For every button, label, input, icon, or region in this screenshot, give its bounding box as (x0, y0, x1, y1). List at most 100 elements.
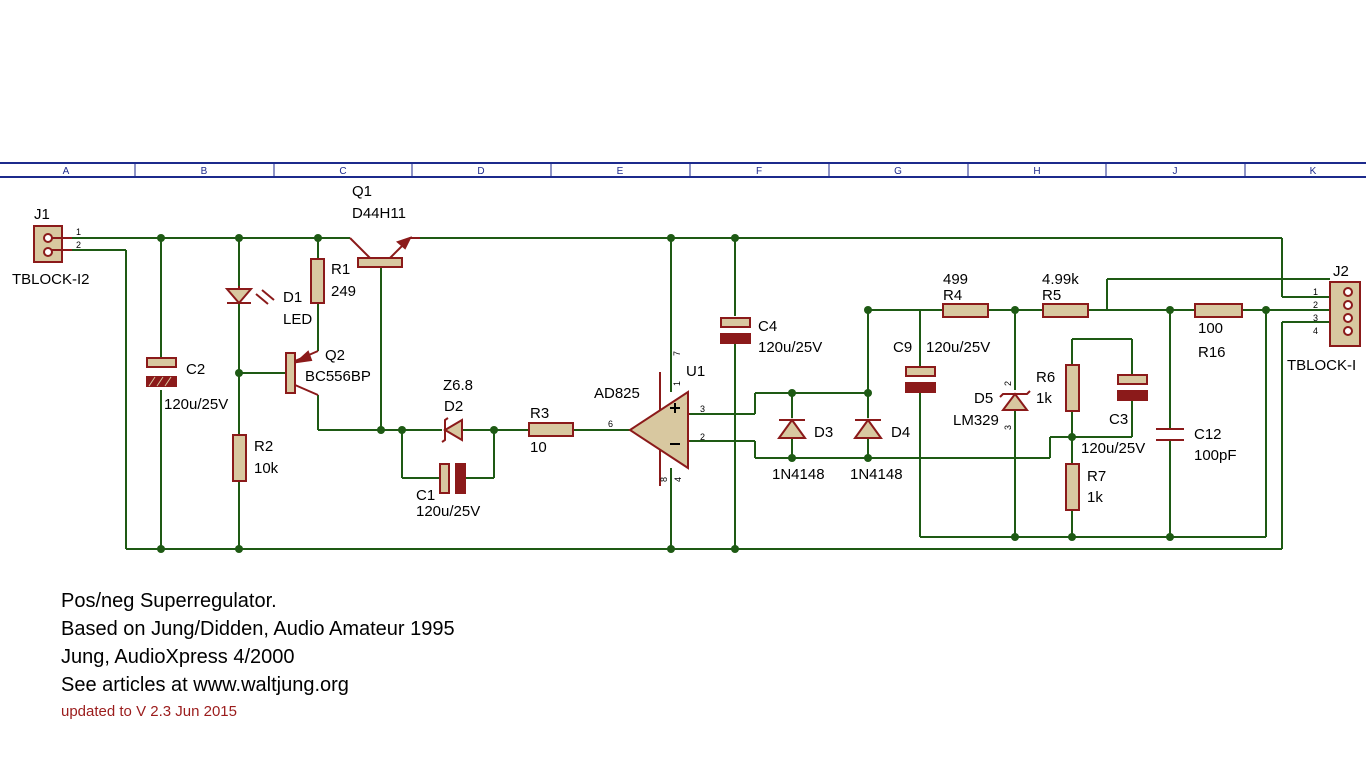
j2-ref: J2 (1333, 263, 1349, 280)
c3-ref: C3 (1109, 411, 1128, 428)
r7-resistor (1065, 463, 1080, 511)
c9-value: 120u/25V (926, 339, 990, 356)
r4-resistor (942, 303, 989, 318)
j2-pin2: 2 (1313, 300, 1318, 310)
column-d: D (477, 166, 484, 177)
r16-resistor (1194, 303, 1243, 318)
c2-value: 120u/25V (164, 396, 228, 413)
c12-ref: C12 (1194, 426, 1222, 443)
d3-ref: D3 (814, 424, 833, 441)
column-c: C (339, 166, 346, 177)
c3-capacitor (1117, 374, 1148, 401)
c2-capacitor (146, 357, 177, 387)
r4-ref: R4 (943, 287, 962, 304)
column-f: F (756, 166, 762, 177)
j2-pin4: 4 (1313, 326, 1318, 336)
d5-pin3: 3 (1003, 425, 1013, 430)
d5-ref: D5 (974, 390, 993, 407)
d4-ref: D4 (891, 424, 910, 441)
column-k: K (1310, 166, 1317, 177)
note-line-3: Jung, AudioXpress 4/2000 (61, 646, 295, 668)
u1-pin4: 4 (673, 477, 683, 482)
u1-pin3: 3 (700, 404, 705, 414)
r5-resistor (1042, 303, 1089, 318)
note-line-4: See articles at www.waltjung.org (61, 674, 349, 696)
d3-value: 1N4148 (772, 466, 825, 483)
j2-type: TBLOCK-I (1287, 357, 1356, 374)
r1-ref: R1 (331, 261, 350, 278)
q2-ref: Q2 (325, 347, 345, 364)
q1-ref: Q1 (352, 183, 372, 200)
d2-ref: D2 (444, 398, 463, 415)
c3-value: 120u/25V (1081, 440, 1145, 457)
d4-diode (853, 418, 883, 439)
r3-ref: R3 (530, 405, 549, 422)
c12-capacitor (1156, 428, 1184, 441)
c1-capacitor (439, 463, 466, 494)
j2-pin1: 1 (1313, 287, 1318, 297)
column-border (0, 162, 1366, 178)
column-g: G (894, 166, 902, 177)
d5-value: LM329 (953, 412, 999, 429)
d3-diode (777, 418, 807, 439)
d5-pin2: 2 (1003, 381, 1013, 386)
d2-zener (441, 417, 463, 443)
c4-ref: C4 (758, 318, 777, 335)
q1-value: D44H11 (352, 205, 406, 222)
column-j: J (1173, 166, 1178, 177)
c1-value: 120u/25V (416, 503, 480, 520)
update-note: updated to V 2.3 Jun 2015 (61, 703, 237, 720)
c4-capacitor (720, 317, 751, 344)
u1-value: AD825 (594, 385, 640, 402)
c1-ref: C1 (416, 487, 435, 504)
c9-ref: C9 (893, 339, 912, 356)
q2-value: BC556BP (305, 368, 371, 385)
u1-pin2: 2 (700, 432, 705, 442)
j1-connector (33, 225, 72, 263)
j1-ref: J1 (34, 206, 50, 223)
r6-resistor (1065, 364, 1080, 412)
r5-ref: R5 (1042, 287, 1061, 304)
r5-value: 4.99k (1042, 271, 1079, 288)
r6-ref: R6 (1036, 369, 1055, 386)
r2-value: 10k (254, 460, 279, 477)
u1-pin1: 1 (672, 381, 682, 386)
note-line-2: Based on Jung/Didden, Audio Amateur 1995 (61, 618, 455, 640)
column-b: B (201, 166, 208, 177)
q2-transistor (285, 350, 319, 396)
j1-pin1: 1 (76, 227, 81, 237)
column-e: E (617, 166, 624, 177)
u1-pin6: 6 (608, 419, 613, 429)
d4-value: 1N4148 (850, 466, 903, 483)
r7-ref: R7 (1087, 468, 1106, 485)
u1-ref: U1 (686, 363, 705, 380)
column-a: A (63, 166, 70, 177)
j2-pin3: 3 (1313, 313, 1318, 323)
r4-value: 499 (943, 271, 968, 288)
r1-resistor (310, 258, 325, 304)
r1-value: 249 (331, 283, 356, 300)
d1-ref: D1 (283, 289, 302, 306)
junction-dots (157, 234, 1270, 553)
q1-transistor (349, 236, 420, 268)
r2-resistor (232, 434, 247, 482)
column-h: H (1033, 166, 1040, 177)
d2-value: Z6.8 (443, 377, 473, 394)
j1-pin2: 2 (76, 240, 81, 250)
r3-resistor (528, 422, 574, 437)
d1-led (224, 286, 275, 305)
d5-reference (999, 390, 1031, 411)
u1-pin8: 8 (659, 477, 669, 482)
c12-value: 100pF (1194, 447, 1237, 464)
r16-ref: R16 (1198, 344, 1226, 361)
column-letters: A B C D E F G H J K (63, 166, 1317, 177)
u1-opamp (628, 372, 690, 486)
j1-type: TBLOCK-I2 (12, 271, 90, 288)
note-line-1: Pos/neg Superregulator. (61, 590, 277, 612)
c2-ref: C2 (186, 361, 205, 378)
r16-value: 100 (1198, 320, 1223, 337)
r2-ref: R2 (254, 438, 273, 455)
r7-value: 1k (1087, 489, 1103, 506)
j2-connector (1329, 281, 1361, 347)
